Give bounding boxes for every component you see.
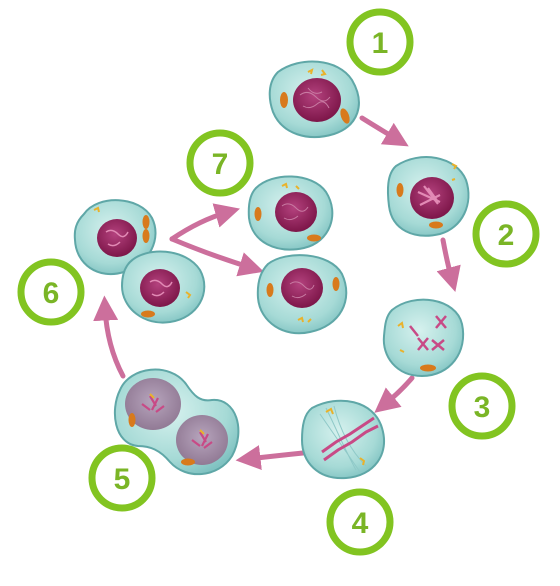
step-badge-7: 7 [186, 129, 254, 197]
step-number: 3 [474, 391, 491, 424]
arrows [93, 115, 461, 470]
cell-telophase [113, 368, 240, 475]
arrow-2-to-3 [436, 237, 461, 293]
centrosome [307, 68, 327, 76]
arrow-1-to-2 [359, 115, 409, 147]
step-number: 4 [352, 507, 369, 540]
step-badge-4: 4 [326, 488, 394, 556]
step-badge-2: 2 [472, 200, 540, 268]
arrow-3-to-4 [374, 375, 415, 413]
step-number: 6 [43, 277, 60, 310]
cell-interphase [268, 60, 360, 138]
cell-cytokinesis [73, 199, 206, 324]
chromosomes [409, 315, 447, 351]
step-number: 1 [372, 27, 389, 60]
step-number: 5 [114, 463, 131, 496]
step-number: 7 [212, 148, 229, 181]
daughter-cell-upper [247, 175, 334, 251]
daughter-cell-lower [256, 254, 348, 335]
cell-anaphase [300, 399, 386, 480]
step-number: 2 [498, 219, 515, 252]
arrow-5-to-6 [93, 295, 126, 379]
step-badge-3: 3 [448, 372, 516, 440]
step-badge-5: 5 [88, 444, 156, 512]
mitochondrion [280, 92, 288, 108]
chromosomes [321, 416, 379, 462]
cell-metaphase [382, 298, 465, 378]
centrosome [451, 163, 458, 181]
step-badge-6: 6 [17, 258, 85, 326]
step-badge-1: 1 [346, 8, 414, 76]
cell-prophase [386, 156, 470, 237]
nucleus [293, 78, 341, 122]
arrow-6-to-7-upper [169, 203, 241, 242]
arrow-6-to-7-lower [169, 236, 264, 277]
step-badges: 1 2 3 4 5 6 7 [17, 8, 540, 556]
mitochondrion [340, 108, 350, 124]
arrow-4-to-5 [235, 445, 306, 470]
